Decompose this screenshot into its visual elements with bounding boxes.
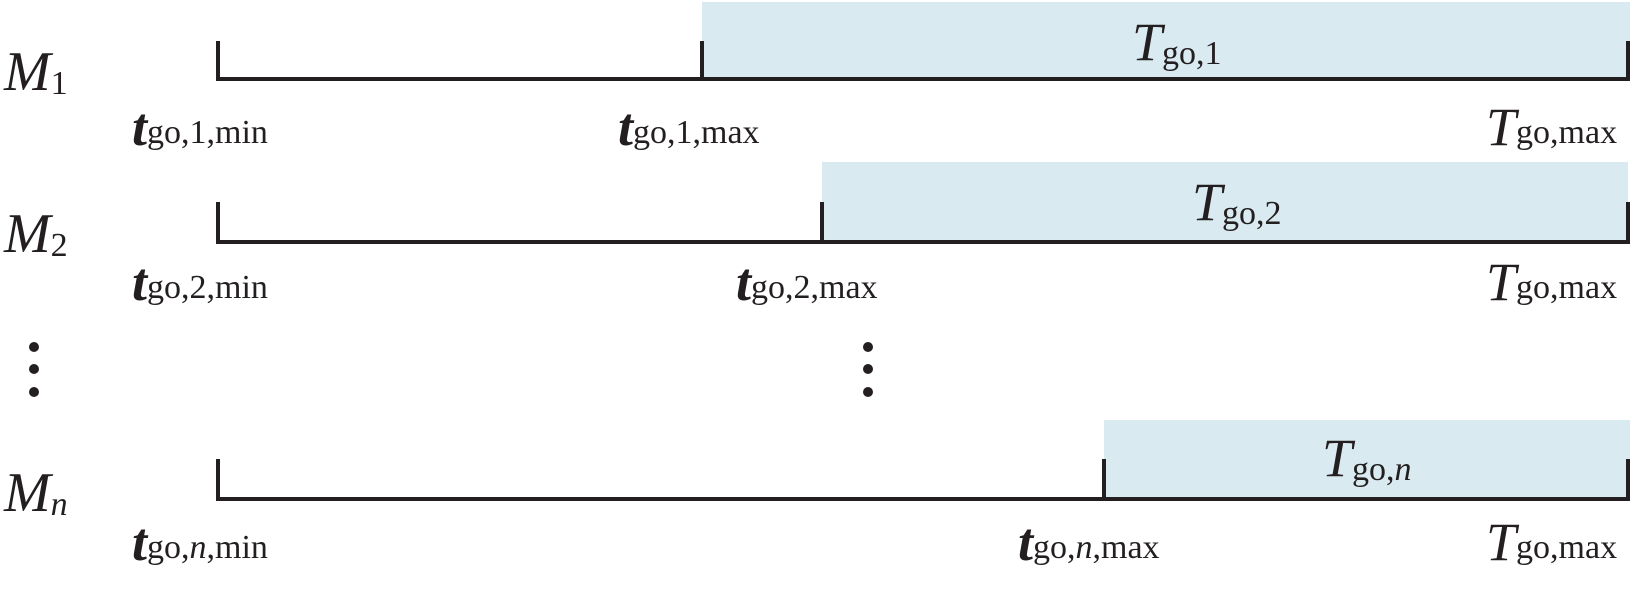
timeline-2: [216, 202, 1630, 244]
tmin-label-2: tgo,2,min: [132, 252, 268, 312]
row-n: Mn Tgo,n tgo,n,min tgo,n,max Tgo,max: [3, 420, 1630, 572]
tmax-label-1: tgo,1,max: [618, 97, 760, 157]
window-bar-1: [702, 2, 1630, 79]
vertical-ellipsis-left: [29, 342, 39, 397]
tmin-label-n: tgo,n,min: [132, 512, 268, 572]
tmax-label-n: tgo,n,max: [1018, 512, 1160, 572]
row-1: M1 Tgo,1 tgo,1,min tgo,1,max Tgo,max: [3, 2, 1630, 157]
window-label-1: Tgo,1: [1132, 12, 1222, 72]
row-2: M2 Tgo,2 tgo,2,min tgo,2,max Tgo,max: [3, 162, 1630, 312]
window-label-n: Tgo,n: [1322, 428, 1412, 488]
row-label-1: M1: [3, 41, 68, 103]
window-bar-n: [1104, 420, 1630, 499]
timeline-n: [216, 459, 1630, 501]
Tmax-label-n: Tgo,max: [1486, 512, 1617, 572]
Tmax-label-1: Tgo,max: [1486, 97, 1617, 157]
tmin-label-1: tgo,1,min: [132, 97, 268, 157]
Tmax-label-2: Tgo,max: [1486, 252, 1617, 312]
vertical-ellipsis-middle: [863, 342, 873, 397]
tmax-label-2: tgo,2,max: [736, 252, 878, 312]
timeline-1: [216, 41, 1630, 81]
row-label-n: Mn: [3, 462, 68, 524]
window-bar-2: [822, 162, 1628, 242]
row-label-2: M2: [3, 203, 68, 265]
window-label-2: Tgo,2: [1192, 172, 1282, 232]
